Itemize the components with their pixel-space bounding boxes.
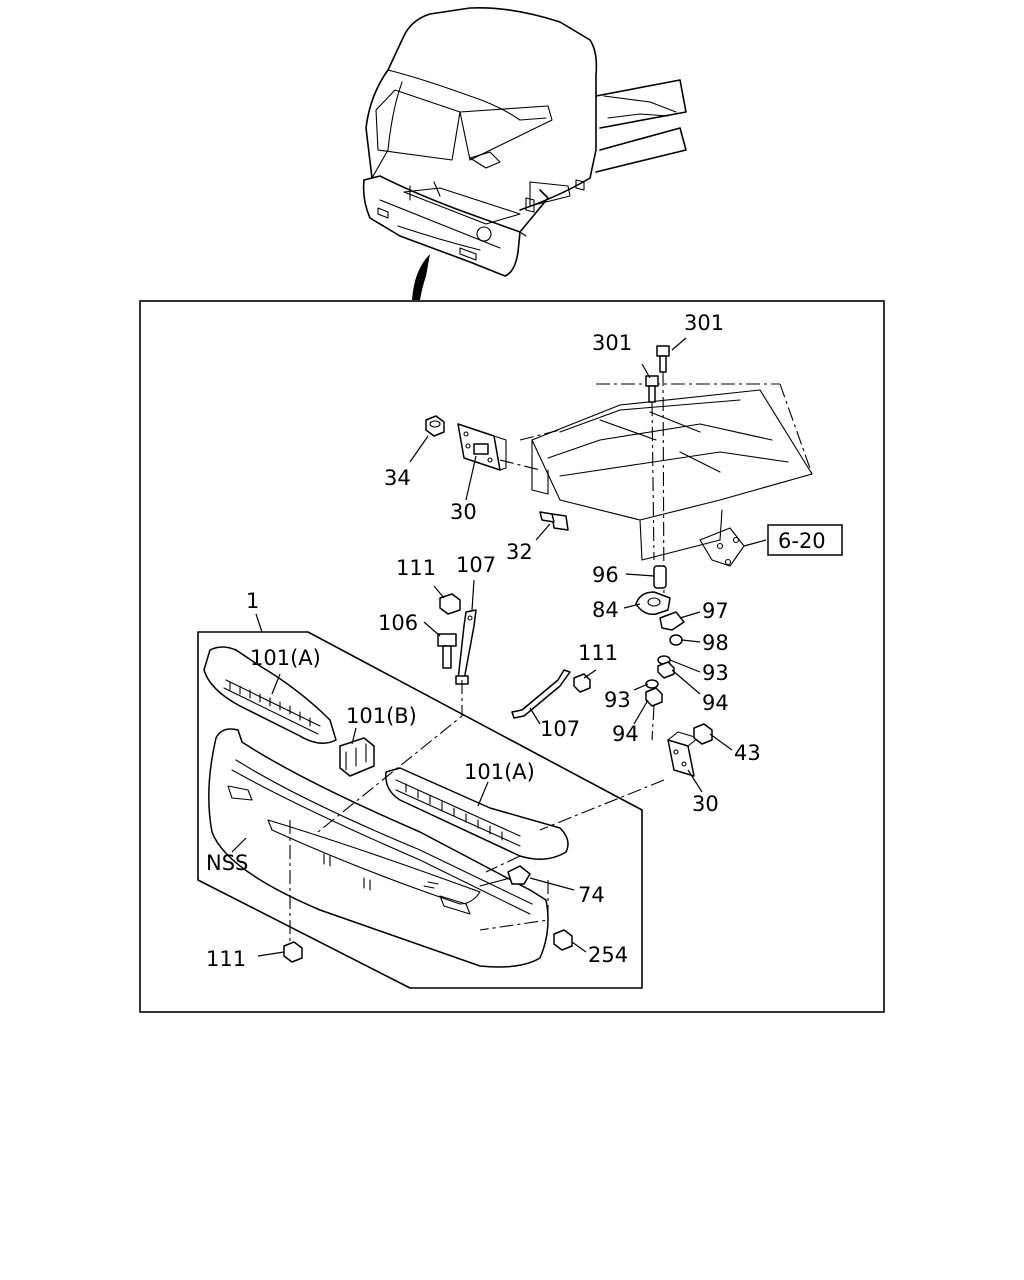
- callout-6-20: 6-20: [778, 529, 826, 553]
- cover-101B: [339, 737, 375, 777]
- part-97: [659, 611, 685, 631]
- callout-106: 106: [378, 611, 418, 635]
- callout-111: 111: [396, 556, 436, 580]
- callout-98: 98: [702, 631, 729, 655]
- callout-30: 30: [692, 792, 719, 816]
- callout-labels: 301 301 34 30 32 6-20 111 107 96 84 97 1…: [206, 311, 826, 971]
- chassis-frame: [519, 383, 813, 567]
- leader-lines: [231, 337, 767, 957]
- bolt-301-a: [645, 375, 659, 403]
- callout-1: 1: [246, 589, 259, 613]
- bushing-96: [653, 565, 667, 589]
- nut-111-upper: [439, 593, 461, 615]
- callout-43: 43: [734, 741, 761, 765]
- nut-254: [553, 929, 573, 951]
- callout-nss: NSS: [206, 851, 248, 875]
- callout-96: 96: [592, 563, 619, 587]
- part-98: [669, 634, 683, 646]
- callout-101-A: 101(A): [464, 760, 535, 784]
- nut-43: [693, 723, 713, 745]
- nut-34: [425, 415, 445, 437]
- callout-32: 32: [506, 540, 533, 564]
- nut-94-b: [645, 687, 663, 707]
- clip-74: [507, 865, 531, 885]
- truck-overview: [362, 6, 687, 300]
- callout-94: 94: [612, 722, 639, 746]
- callout-30: 30: [450, 500, 477, 524]
- callout-107: 107: [540, 717, 580, 741]
- ref-box-6-20: [767, 524, 843, 556]
- callout-97: 97: [702, 599, 729, 623]
- callout-301: 301: [592, 331, 632, 355]
- detail-frame: [139, 300, 885, 1013]
- stay-107-lower: [511, 669, 571, 719]
- callout-74: 74: [578, 883, 605, 907]
- bracket-30-upper: [457, 423, 507, 471]
- callout-254: 254: [588, 943, 628, 967]
- bolt-32: [539, 511, 569, 531]
- nut-111-lower: [283, 941, 303, 963]
- callout-94: 94: [702, 691, 729, 715]
- callout-34: 34: [384, 466, 411, 490]
- assembly-outline: [197, 631, 643, 989]
- nut-94-a: [657, 661, 675, 679]
- callout-111: 111: [578, 641, 618, 665]
- washer-93-b: [645, 679, 659, 689]
- bolt-301-b: [656, 345, 670, 373]
- callout-301: 301: [684, 311, 724, 335]
- alignment-lines: [289, 680, 665, 944]
- front-bumper: [208, 728, 549, 968]
- callout-93: 93: [702, 661, 729, 685]
- nut-111-middle: [573, 673, 591, 693]
- callout-107: 107: [456, 553, 496, 577]
- bumper-cover-101A-left: [203, 646, 337, 744]
- stay-107-upper: [455, 609, 477, 685]
- callout-101-A: 101(A): [250, 646, 321, 670]
- callout-111: 111: [206, 947, 246, 971]
- bumper-cover-101A-right: [385, 767, 569, 860]
- callout-93: 93: [604, 688, 631, 712]
- bolt-106: [437, 633, 457, 669]
- callout-101-B: 101(B): [346, 704, 417, 728]
- clamp-84: [635, 591, 671, 616]
- bracket-30-lower: [667, 731, 699, 777]
- callout-84: 84: [592, 598, 619, 622]
